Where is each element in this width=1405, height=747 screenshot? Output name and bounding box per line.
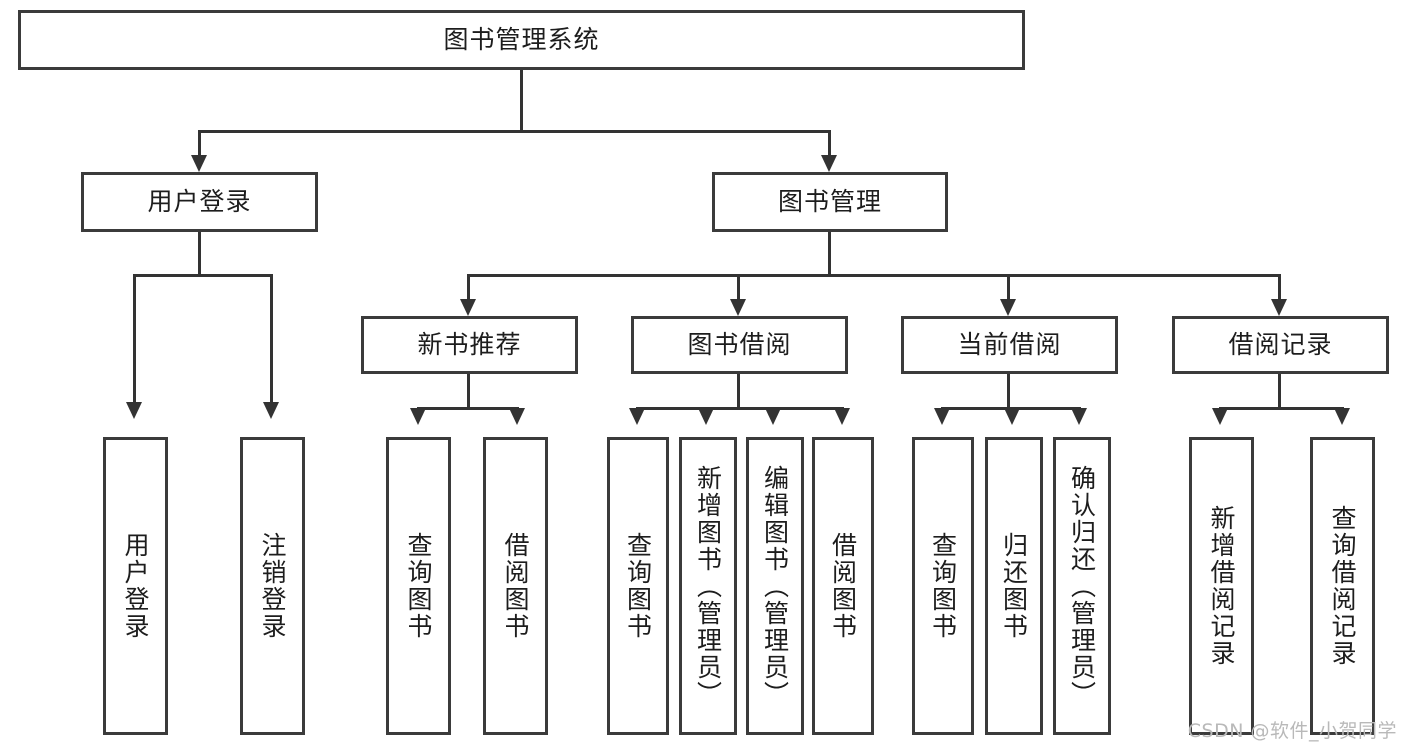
leaf-borrow-book-newbook[interactable]: 借阅图书: [483, 437, 548, 735]
connector-bookmanage-bus: [467, 274, 1281, 277]
node-label: 查询图书: [928, 532, 958, 640]
node-label: 图书借阅: [687, 330, 792, 359]
arrow-to-leaf-user-logout: [263, 402, 279, 419]
node-book-management[interactable]: 图书管理: [712, 172, 948, 232]
node-current-borrowing[interactable]: 当前借阅: [901, 316, 1118, 374]
node-new-book-recommendation[interactable]: 新书推荐: [361, 316, 578, 374]
arrow-to-new-book-rec: [460, 299, 476, 316]
connector-root-bus: [198, 130, 830, 133]
node-label: 用户登录: [147, 187, 252, 216]
node-label: 新增借阅记录: [1207, 505, 1236, 667]
arrow-to-current-borrow: [1000, 299, 1016, 316]
arrow-to-leaf-borrow-book-b: [834, 408, 850, 425]
connector-root-drop-left: [198, 130, 201, 158]
arrow-to-leaf-user-login: [126, 402, 142, 419]
leaf-query-book-borrow[interactable]: 查询图书: [607, 437, 669, 735]
connector-userlogin-bus: [133, 274, 273, 277]
leaf-query-book-newbook[interactable]: 查询图书: [386, 437, 451, 735]
leaf-user-login[interactable]: 用户登录: [103, 437, 168, 735]
connector-borrowrecord-bus: [1219, 407, 1344, 410]
node-label: 查询图书: [623, 532, 653, 640]
node-root-book-management-system[interactable]: 图书管理系统: [18, 10, 1025, 70]
connector-currentborrow-stem: [1007, 374, 1010, 409]
node-book-borrowing[interactable]: 图书借阅: [631, 316, 848, 374]
arrow-to-leaf-query-book-c: [934, 408, 950, 425]
leaf-add-book-admin[interactable]: 新增图书（管理员）: [679, 437, 737, 735]
arrow-to-leaf-add-record: [1212, 408, 1228, 425]
arrow-to-book-manage: [821, 155, 837, 172]
node-label: 借阅记录: [1228, 330, 1333, 359]
leaf-query-borrow-record[interactable]: 查询借阅记录: [1310, 437, 1375, 735]
node-label: 新增图书（管理员）: [693, 464, 723, 708]
connector-userlogin-drop-1: [133, 274, 136, 404]
node-label: 查询借阅记录: [1328, 505, 1357, 667]
connector-bookmanage-drop-1: [467, 274, 470, 302]
node-label: 用户登录: [121, 532, 150, 640]
connector-bookborrow-stem: [737, 374, 740, 409]
node-label: 借阅图书: [828, 532, 858, 640]
node-label: 图书管理: [777, 187, 882, 216]
arrow-to-leaf-query-record: [1334, 408, 1350, 425]
leaf-borrow-book[interactable]: 借阅图书: [812, 437, 874, 735]
arrow-to-leaf-edit-book: [765, 408, 781, 425]
connector-userlogin-drop-2: [270, 274, 273, 404]
connector-root-stem: [520, 70, 523, 132]
arrow-to-leaf-query-book-a: [410, 408, 426, 425]
node-borrowing-records[interactable]: 借阅记录: [1172, 316, 1389, 374]
node-label: 编辑图书（管理员）: [760, 464, 790, 708]
node-label: 归还图书: [999, 532, 1029, 640]
arrow-to-leaf-confirm-return: [1071, 408, 1087, 425]
node-label: 注销登录: [258, 532, 287, 640]
arrow-to-user-login: [191, 155, 207, 172]
node-label: 当前借阅: [957, 330, 1062, 359]
node-label: 查询图书: [404, 532, 433, 640]
arrow-to-leaf-return-book: [1004, 408, 1020, 425]
connector-bookmanage-drop-2: [737, 274, 740, 302]
arrow-to-leaf-borrow-book-a: [509, 408, 525, 425]
arrow-to-borrow-record: [1271, 299, 1287, 316]
leaf-query-book-current[interactable]: 查询图书: [912, 437, 974, 735]
node-label: 图书管理系统: [443, 25, 600, 54]
node-label: 新书推荐: [417, 330, 522, 359]
connector-bookmanage-drop-4: [1278, 274, 1281, 302]
node-label: 借阅图书: [501, 532, 530, 640]
leaf-edit-book-admin[interactable]: 编辑图书（管理员）: [746, 437, 804, 735]
connector-borrowrecord-stem: [1278, 374, 1281, 409]
connector-bookmanage-drop-3: [1007, 274, 1010, 302]
leaf-confirm-return-admin[interactable]: 确认归还（管理员）: [1053, 437, 1111, 735]
connector-userlogin-stem: [198, 232, 201, 276]
arrow-to-leaf-add-book: [698, 408, 714, 425]
arrow-to-leaf-query-book-b: [629, 408, 645, 425]
leaf-user-logout[interactable]: 注销登录: [240, 437, 305, 735]
node-label: 确认归还（管理员）: [1067, 464, 1097, 708]
node-user-login[interactable]: 用户登录: [81, 172, 318, 232]
connector-newbook-stem: [467, 374, 470, 409]
connector-root-drop-right: [828, 130, 831, 158]
leaf-add-borrow-record[interactable]: 新增借阅记录: [1189, 437, 1254, 735]
connector-newbook-bus: [417, 407, 519, 410]
watermark: CSDN @软件_小贺同学: [1187, 720, 1397, 742]
connector-bookborrow-bus: [636, 407, 844, 410]
leaf-return-book[interactable]: 归还图书: [985, 437, 1043, 735]
connector-bookmanage-stem: [828, 232, 831, 276]
arrow-to-book-borrow: [730, 299, 746, 316]
